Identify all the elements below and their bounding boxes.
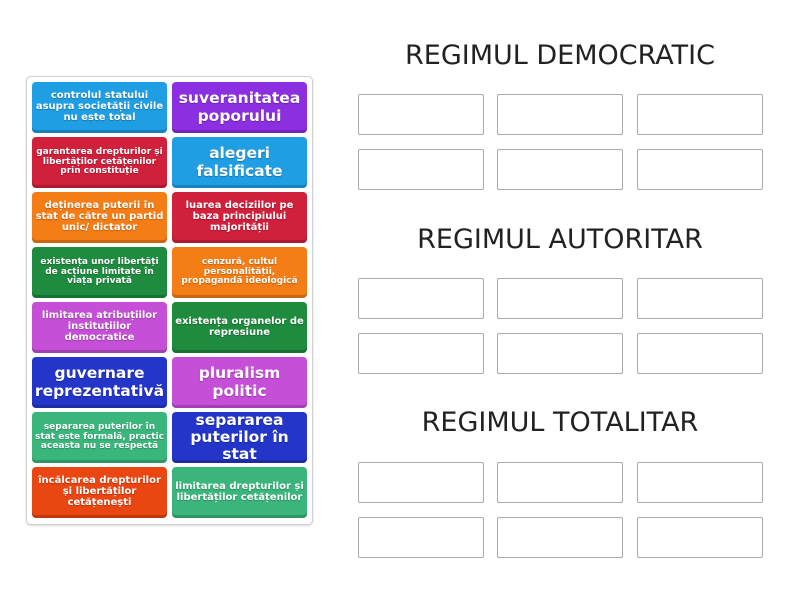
card-label: limitarea drepturilor și libertăților ce… [175,480,304,503]
drop-slot[interactable] [358,333,484,374]
draggable-card[interactable]: garantarea drepturilor și libertăților c… [32,137,167,188]
group-title: REGIMUL TOTALITAR [421,407,699,438]
draggable-card[interactable]: limitarea atribuțiilor instituțiilor dem… [32,302,167,353]
drop-slot[interactable] [497,517,623,558]
card-label: separarea puterilor în stat [190,410,289,464]
draggable-card[interactable]: luarea deciziilor pe baza principiului m… [172,192,307,243]
draggable-card[interactable]: suveranitatea poporului [172,82,307,133]
draggable-card[interactable]: limitarea drepturilor și libertăților ce… [172,467,307,518]
draggable-card[interactable]: controlul statului asupra societății civ… [32,82,167,133]
drop-slot[interactable] [497,278,623,319]
draggable-card[interactable]: încălcarea drepturilor și libertăților c… [32,467,167,518]
card-label: încălcarea drepturilor și libertăților c… [38,475,161,508]
group-title: REGIMUL DEMOCRATIC [405,40,715,71]
card-label: separarea puterilor în stat este formală… [35,421,164,452]
drop-slot[interactable] [637,94,763,135]
draggable-card[interactable]: separarea puterilor în stat [172,410,307,464]
drop-slot[interactable] [497,462,623,503]
draggable-card[interactable]: existența organelor de represiune [172,302,307,353]
drop-slot[interactable] [358,517,484,558]
card-label: guvernare reprezentativă [34,364,165,400]
drop-slot[interactable] [497,94,623,135]
draggable-card[interactable]: pluralism politic [172,357,307,408]
draggable-card[interactable]: existența unor libertăți de acțiune limi… [32,247,167,298]
drop-slot[interactable] [358,278,484,319]
draggable-card[interactable]: alegeri falsificate [172,137,307,188]
card-label: suveranitatea poporului [178,89,301,125]
draggable-card[interactable]: deținerea puterii în stat de către un pa… [32,192,167,243]
draggable-card[interactable]: guvernare reprezentativă [32,357,167,408]
drop-slot[interactable] [637,149,763,190]
drop-slot[interactable] [637,278,763,319]
drop-slot[interactable] [637,462,763,503]
card-label: existența organelor de represiune [175,315,304,338]
drop-slot[interactable] [358,94,484,135]
card-label: cenzură, cultul personalității, propagan… [181,256,298,287]
card-label: controlul statului asupra societății civ… [35,90,164,123]
card-label: existența unor libertăți de acțiune limi… [40,256,159,287]
card-label: pluralism politic [198,364,281,400]
drop-slot[interactable] [637,517,763,558]
drop-slot[interactable] [358,462,484,503]
draggable-card[interactable]: cenzură, cultul personalității, propagan… [172,247,307,298]
drop-slot[interactable] [497,333,623,374]
group-title: REGIMUL AUTORITAR [417,224,703,255]
drop-slot[interactable] [497,149,623,190]
card-label: limitarea atribuțiilor instituțiilor dem… [41,310,158,343]
drop-slot[interactable] [637,333,763,374]
card-label: deținerea puterii în stat de către un pa… [35,200,164,233]
draggable-card[interactable]: separarea puterilor în stat este formală… [32,412,167,463]
card-label: luarea deciziilor pe baza principiului m… [185,200,294,233]
card-label: garantarea drepturilor și libertăților c… [36,146,163,177]
card-label: alegeri falsificate [196,144,283,180]
drop-slot[interactable] [358,149,484,190]
